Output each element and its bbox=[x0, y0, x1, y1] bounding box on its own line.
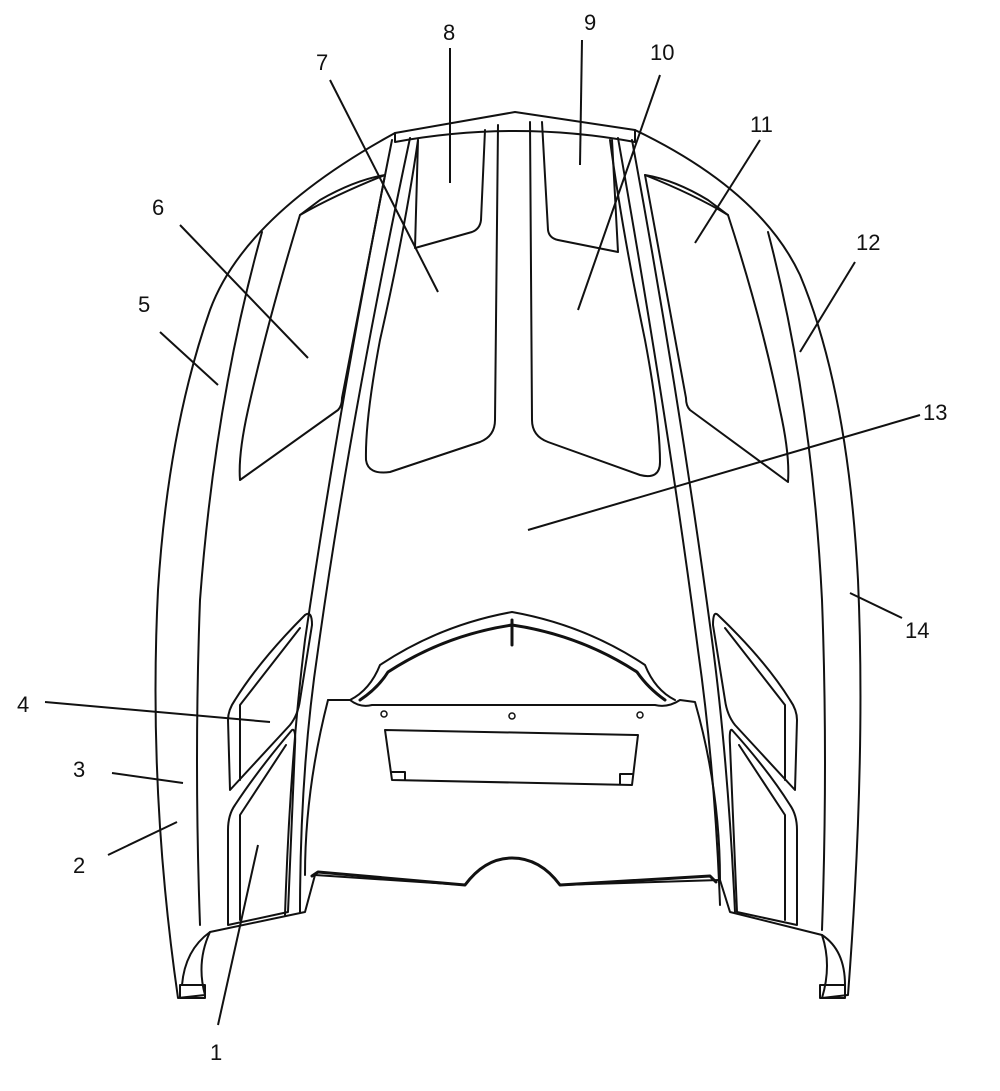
side-vents bbox=[238, 174, 790, 483]
callout-10: 10 bbox=[650, 40, 674, 65]
callout-labels: 1 2 3 4 5 6 7 8 9 10 11 12 13 14 bbox=[17, 10, 947, 1065]
tab-left bbox=[179, 984, 206, 999]
leader-2 bbox=[107, 821, 178, 856]
leader-6 bbox=[179, 224, 309, 359]
louver-right-lower bbox=[728, 728, 798, 926]
leader-5 bbox=[159, 331, 219, 386]
vent-right-side-top bbox=[644, 174, 729, 216]
vent-right-center bbox=[529, 121, 661, 478]
leader-11 bbox=[694, 139, 761, 244]
hood-inner-right-contour bbox=[767, 231, 826, 931]
callout-13: 13 bbox=[923, 400, 947, 425]
leader-1 bbox=[217, 844, 259, 1026]
leader-14 bbox=[849, 592, 903, 619]
hood-outer-shell bbox=[154, 111, 862, 999]
leader-10 bbox=[577, 74, 661, 311]
callout-7: 7 bbox=[316, 50, 328, 75]
louver-right-upper-inner bbox=[724, 627, 786, 781]
louver-left-upper bbox=[227, 612, 313, 791]
louver-right-lower-inner bbox=[738, 744, 786, 921]
leader-7 bbox=[329, 79, 439, 293]
leader-4 bbox=[44, 701, 271, 723]
leader-12 bbox=[799, 261, 856, 353]
vent-right-top-panel bbox=[541, 121, 619, 253]
rear-cutout bbox=[310, 856, 718, 887]
leader-9 bbox=[579, 39, 583, 166]
louver-right-upper bbox=[712, 612, 798, 791]
hood-inner-left-contour bbox=[196, 231, 263, 926]
hood-body bbox=[154, 111, 862, 999]
leader-lines bbox=[44, 39, 921, 1026]
hood-inner-left-edge bbox=[284, 139, 393, 916]
windshield-arch bbox=[349, 611, 676, 701]
tab-right bbox=[819, 984, 846, 999]
hood-front-lip bbox=[394, 129, 636, 143]
hood-inner-left-edge-2 bbox=[299, 137, 411, 913]
rear-cutout-edge bbox=[310, 856, 718, 887]
callout-6: 6 bbox=[152, 195, 164, 220]
mount-hole-right bbox=[636, 711, 644, 719]
callout-3: 3 bbox=[73, 757, 85, 782]
lower-louvers bbox=[227, 612, 798, 926]
tab-right-curve bbox=[821, 934, 846, 986]
dash-panel bbox=[327, 699, 721, 881]
leader-13 bbox=[527, 414, 921, 531]
vent-right-side bbox=[644, 174, 790, 483]
display-cutout bbox=[384, 729, 639, 786]
louver-left-lower bbox=[227, 728, 297, 926]
vent-left-top-panel bbox=[414, 129, 486, 249]
display-cutout-inner bbox=[391, 771, 633, 785]
louver-left-upper-inner bbox=[239, 627, 301, 781]
callout-2: 2 bbox=[73, 853, 85, 878]
center-vents bbox=[364, 121, 661, 478]
vent-left-side bbox=[238, 174, 386, 481]
vent-left-center bbox=[364, 124, 499, 474]
dash-panel-left-edge bbox=[304, 699, 329, 876]
hood-inner-right-edge-2 bbox=[617, 137, 721, 906]
leader-3 bbox=[111, 772, 184, 784]
callout-4: 4 bbox=[17, 692, 29, 717]
mount-hole-left bbox=[380, 710, 388, 718]
callout-5: 5 bbox=[138, 292, 150, 317]
mount-hole-center bbox=[508, 712, 516, 720]
callout-12: 12 bbox=[856, 230, 880, 255]
callout-9: 9 bbox=[584, 10, 596, 35]
callout-1: 1 bbox=[210, 1040, 222, 1065]
tab-left-curve bbox=[181, 931, 211, 986]
windshield-mount bbox=[304, 611, 721, 881]
front-tabs bbox=[179, 931, 846, 999]
callout-11: 11 bbox=[750, 112, 773, 137]
louver-left-lower-inner bbox=[239, 744, 287, 921]
hood-inner-right-edge bbox=[631, 139, 736, 913]
callout-14: 14 bbox=[905, 618, 929, 643]
callout-8: 8 bbox=[443, 20, 455, 45]
